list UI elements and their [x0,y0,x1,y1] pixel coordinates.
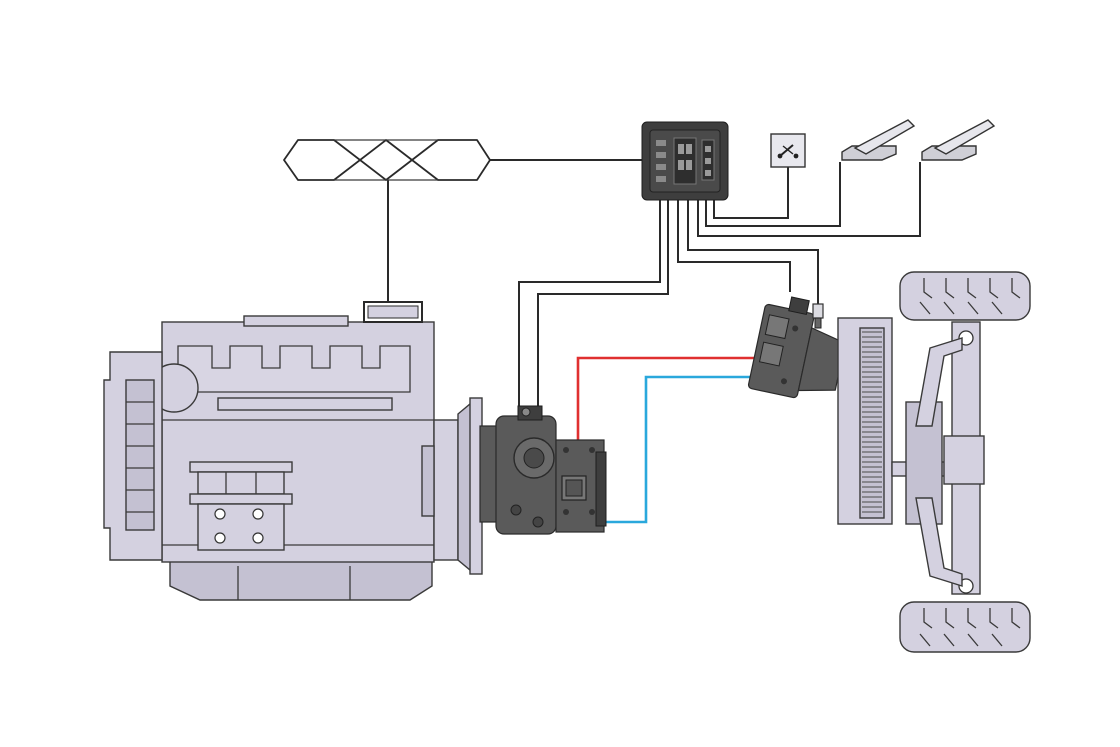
low-pressure-line [580,375,756,524]
diesel-engine-icon [103,301,483,601]
electrical-wiring [387,159,921,412]
pedal-icon [921,119,996,161]
pedal-icon [841,119,916,161]
axle-wheels-icon [837,271,1031,653]
electronic-control-unit-icon [641,121,729,201]
high-pressure-line [576,356,768,452]
joystick-icon [283,139,491,181]
hydraulic-pump-icon [479,405,607,535]
toggle-switch-icon [770,133,806,168]
